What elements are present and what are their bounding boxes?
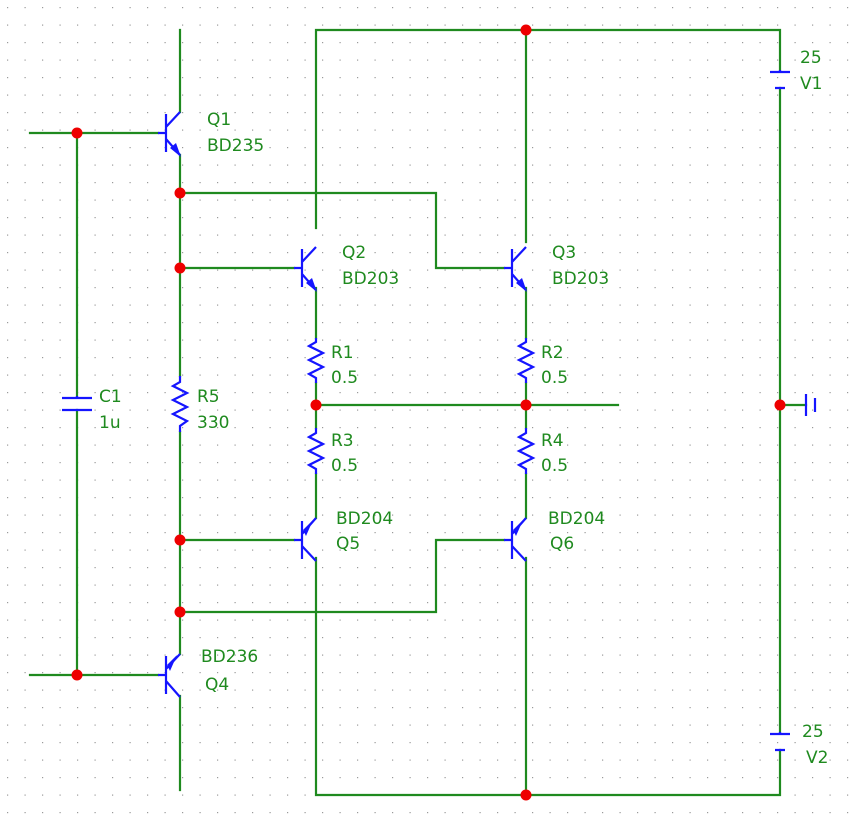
v2-ref-label: V2: [806, 748, 828, 768]
transistor-q6[interactable]: BD204 Q6: [504, 509, 605, 562]
q5-part-label: BD204: [336, 509, 393, 529]
r1-value-label: 0.5: [331, 368, 358, 388]
r4-value-label: 0.5: [541, 456, 568, 476]
junction-nodes: [71, 24, 786, 801]
q6-ref-label: Q6: [550, 534, 574, 554]
v1-ref-label: V1: [800, 74, 822, 94]
resistor-r5[interactable]: R5 330: [170, 376, 229, 433]
node-input-top: [71, 127, 83, 139]
r3-value-label: 0.5: [331, 456, 358, 476]
node-q1-emitter: [174, 187, 186, 199]
r3-ref-label: R3: [331, 431, 354, 451]
q2-part-label: BD203: [342, 269, 399, 289]
node-bottom-rail: [520, 789, 532, 801]
q6-base-wire: [178, 538, 506, 614]
transistor-q2[interactable]: Q2 BD203: [294, 243, 399, 292]
ground-symbol: [804, 394, 817, 416]
q6-part-label: BD204: [548, 509, 605, 529]
voltage-source-v1[interactable]: 25 V1: [770, 48, 822, 94]
q3-ref-label: Q3: [552, 243, 576, 263]
q5-ref-label: Q5: [336, 534, 360, 554]
v2-value-label: 25: [802, 722, 824, 742]
voltage-source-v2[interactable]: 25 V2: [770, 722, 828, 768]
resistor-r4[interactable]: R4 0.5: [516, 428, 568, 476]
node-output-left: [310, 399, 322, 411]
v1-value-label: 25: [800, 48, 822, 68]
node-input-bottom: [71, 669, 83, 681]
q3-part-label: BD203: [552, 269, 609, 289]
r4-ref-label: R4: [541, 431, 564, 451]
c1-ref-label: C1: [99, 387, 122, 407]
q3-base-wire: [178, 191, 506, 270]
q2-ref-label: Q2: [342, 243, 366, 263]
r5-ref-label: R5: [197, 387, 220, 407]
node-q5-base: [174, 534, 186, 546]
transistor-q3[interactable]: Q3 BD203: [504, 243, 609, 292]
bottom-rail-wire: [314, 556, 782, 797]
node-top-rail: [520, 24, 532, 36]
node-ground: [774, 399, 786, 411]
node-output-right: [520, 399, 532, 411]
resistor-r2[interactable]: R2 0.5: [516, 338, 568, 388]
resistor-r1[interactable]: R1 0.5: [306, 338, 358, 388]
r2-value-label: 0.5: [541, 368, 568, 388]
node-q4-emitter: [174, 606, 186, 618]
node-q2-base: [174, 262, 186, 274]
q4-ref-label: Q4: [205, 675, 229, 695]
c1-value-label: 1u: [99, 413, 121, 433]
r1-ref-label: R1: [331, 343, 354, 363]
resistor-r3[interactable]: R3 0.5: [306, 428, 358, 476]
r2-ref-label: R2: [541, 343, 564, 363]
capacitor-c1[interactable]: C1 1u: [62, 387, 122, 433]
transistor-q1[interactable]: Q1 BD235: [158, 110, 264, 157]
q1-part-label: BD235: [207, 136, 264, 156]
transistor-q4[interactable]: BD236 Q4: [158, 647, 258, 698]
transistor-q5[interactable]: BD204 Q5: [294, 509, 393, 562]
q1-ref-label: Q1: [207, 110, 231, 130]
r5-value-label: 330: [197, 413, 229, 433]
top-rail-wire: [314, 28, 782, 230]
q4-part-label: BD236: [201, 647, 258, 667]
